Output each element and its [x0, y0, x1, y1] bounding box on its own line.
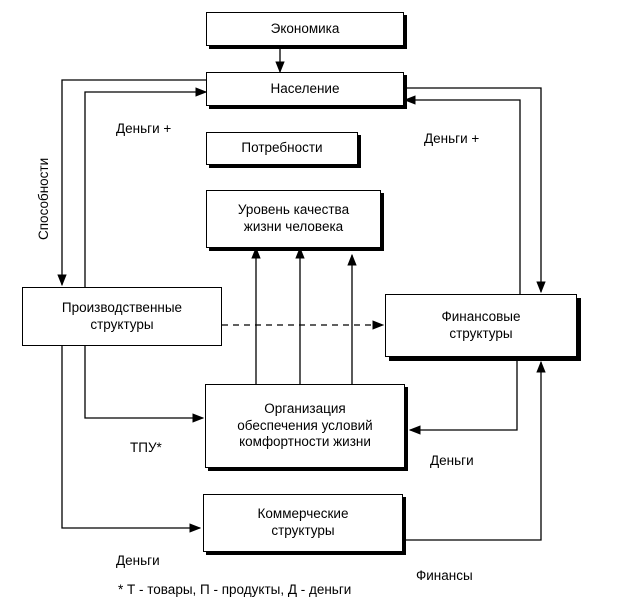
box-economy-text: Экономика	[270, 20, 340, 36]
box-organization: Организация обеспечения условий комфортн…	[205, 384, 405, 468]
arrow-commerce-finance	[405, 360, 546, 541]
label-money-plus-right: Деньги +	[424, 131, 480, 146]
box-commercial-structures: Коммерческие структуры	[203, 494, 403, 552]
box-financial-structures: Финансовые структуры	[385, 294, 577, 357]
arrow-production-organization	[84, 345, 205, 423]
box-population: Население	[206, 72, 404, 106]
box-quality-text-1: Уровень качества	[237, 202, 350, 218]
box-production-structures: Производственные структуры	[22, 287, 222, 346]
box-needs-text: Потребности	[241, 140, 323, 156]
label-tpu: ТПУ*	[130, 440, 162, 455]
box-finance-text-1: Финансовые	[441, 308, 521, 324]
box-production-text-2: структуры	[90, 316, 154, 332]
arrow-population-finance	[405, 87, 546, 294]
box-commerce-text-2: структуры	[271, 523, 335, 538]
arrow-finance-organization	[408, 357, 518, 435]
box-org-text-3: комфортности жизни	[239, 434, 371, 450]
box-org-text-1: Организация	[264, 400, 346, 416]
label-finances: Финансы	[416, 568, 473, 583]
box-population-text: Население	[270, 80, 340, 96]
box-needs: Потребности	[206, 132, 358, 165]
box-quality-text-2: жизни человека	[243, 219, 344, 234]
arrow-production-population	[84, 87, 208, 288]
box-quality-of-life: Уровень качества жизни человека	[206, 190, 381, 248]
box-production-text-1: Производственные	[61, 299, 183, 315]
label-money-bottom: Деньги	[116, 553, 160, 568]
arrow-production-commerce	[61, 345, 202, 533]
box-economy: Экономика	[206, 12, 404, 46]
arrow-finance-population	[403, 95, 521, 297]
arrow-population-production	[57, 79, 206, 287]
box-finance-text-2: структуры	[449, 325, 513, 341]
label-abilities: Способности	[36, 157, 51, 240]
box-commerce-text-1: Коммерческие	[257, 506, 349, 522]
label-money-plus-left: Деньги +	[116, 121, 172, 136]
box-org-text-2: обеспечения условий	[237, 417, 373, 433]
label-money-right: Деньги	[430, 453, 474, 468]
footnote: * Т - товары, П - продукты, Д - деньги	[118, 582, 352, 597]
